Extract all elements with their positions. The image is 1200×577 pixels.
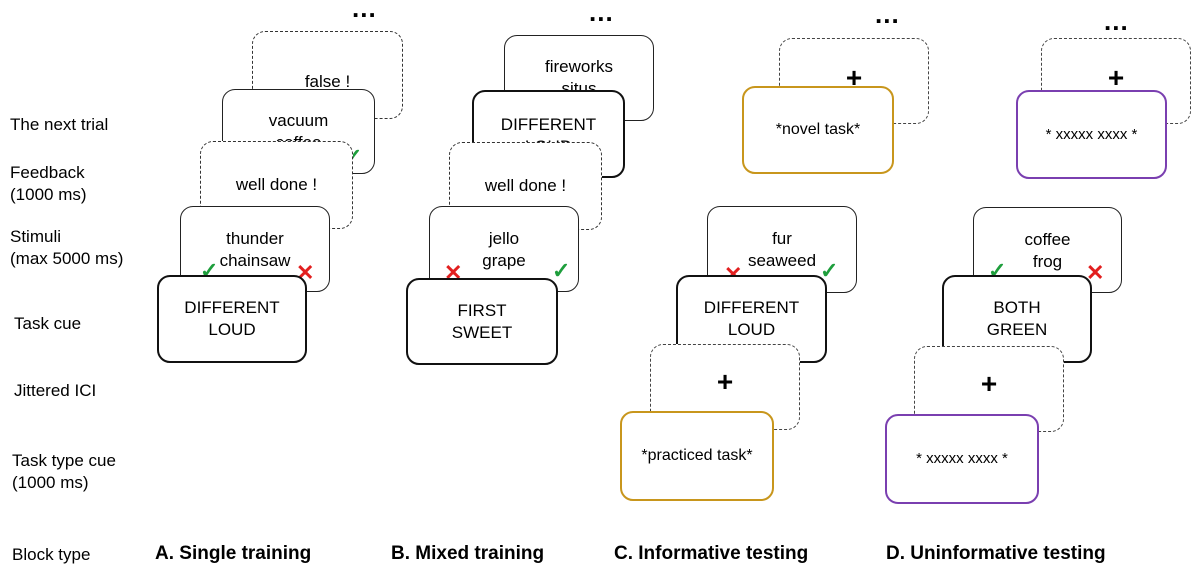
label-task-type-cue: Task type cue(1000 ms): [12, 451, 116, 492]
task-type-cue-text: * xxxxx xxxx *: [916, 450, 1008, 467]
label-next-trial: The next trial: [10, 115, 109, 134]
stimulus-word: fireworks: [544, 57, 613, 76]
task-type-cue-card: * xxxxx xxxx *: [885, 414, 1039, 504]
fixation-cross-icon: +: [980, 368, 998, 399]
label-stimuli: Stimuli(max 5000 ms): [10, 227, 124, 268]
ellipsis-d: ...: [1104, 6, 1129, 36]
next-task-type-cue-card: * xxxxx xxxx *: [1016, 90, 1167, 179]
ellipsis-a: ...: [352, 0, 377, 23]
feedback-text: well done !: [484, 176, 567, 195]
task-cue-word: DIFFERENT: [184, 298, 280, 317]
task-cue-card: FIRST SWEET: [406, 278, 558, 365]
task-cue-card: DIFFERENT LOUD: [157, 275, 307, 363]
task-type-cue-card: *practiced task*: [620, 411, 774, 501]
fixation-cross-icon: +: [1107, 62, 1125, 93]
cross-icon: ✕: [1086, 260, 1105, 285]
task-cue-word: SWEET: [451, 322, 513, 342]
stimulus-word: grape: [482, 251, 526, 270]
check-icon: ✓: [820, 258, 839, 283]
stimulus-word: chainsaw: [219, 251, 291, 270]
label-jittered-ici: Jittered ICI: [14, 381, 97, 400]
stimulus-word: seaweed: [747, 251, 817, 270]
task-cue-word: LOUD: [727, 320, 776, 339]
label-task-cue: Task cue: [14, 314, 82, 333]
stimulus-word: frog: [1032, 252, 1063, 271]
block-title-a: A. Single training: [155, 543, 312, 564]
stimulus-word: jello: [488, 229, 520, 248]
ellipsis-b: ...: [589, 0, 614, 27]
task-type-cue-text: * xxxxx xxxx *: [1045, 125, 1138, 143]
task-type-cue-text: *novel task*: [775, 121, 861, 138]
stimuli-card: jello grape: [429, 206, 579, 292]
stimulus-word: vacuum: [268, 111, 329, 130]
ellipsis-c: ...: [875, 0, 900, 29]
check-icon: ✓: [552, 258, 571, 283]
task-cue-word: FIRST: [457, 300, 507, 320]
fixation-cross-icon: +: [716, 366, 734, 397]
fixation-cross-icon: +: [845, 62, 863, 93]
next-task-type-cue-card: *novel task*: [742, 86, 894, 174]
label-feedback: Feedback(1000 ms): [10, 163, 87, 204]
task-cue-word: LOUD: [208, 320, 256, 339]
stimulus-word: thunder: [226, 229, 284, 248]
task-cue-word: DIFFERENT: [703, 298, 800, 317]
block-title-b: B. Mixed training: [391, 543, 545, 564]
block-title-d: D. Uninformative testing: [886, 543, 1106, 564]
task-cue-word: BOTH: [993, 298, 1041, 317]
task-type-cue-text: *practiced task*: [641, 447, 753, 464]
stimulus-word: coffee: [1024, 230, 1071, 249]
next-feedback-text: false !: [304, 72, 351, 91]
task-cue-word: GREEN: [986, 320, 1048, 339]
task-cue-word: DIFFERENT: [500, 115, 597, 134]
stimulus-word: fur: [772, 229, 792, 248]
feedback-text: well done !: [235, 175, 318, 194]
block-title-c: C. Informative testing: [614, 543, 809, 564]
label-block-type: Block type: [12, 545, 91, 564]
